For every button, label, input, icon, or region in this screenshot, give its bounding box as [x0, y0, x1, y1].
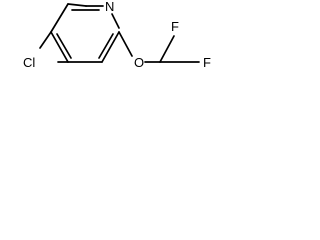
atom-label-nitrogen: N — [105, 0, 114, 14]
bond-c4-clbond — [39, 31, 52, 49]
bond-c5-c6 — [50, 3, 69, 33]
atom-label-fluorine-2: F — [203, 55, 211, 70]
bond-cf-f1 — [159, 35, 175, 63]
atom-label-fluorine-1: F — [171, 19, 179, 34]
structure-canvas: N Cl O F F — [23, 0, 211, 70]
bond-c4-c5 — [50, 31, 69, 63]
atom-label-chlorine: Cl — [23, 55, 35, 70]
atom-label-oxygen: O — [134, 55, 144, 70]
bond-inner-c4-c5 — [56, 33, 72, 59]
bond-c6-c6a — [67, 3, 87, 7]
bond-n1-c2 — [111, 13, 120, 29]
bond-c2-c3 — [101, 31, 120, 63]
bond-inner-c2-c3 — [98, 33, 114, 59]
bond-c2-o — [118, 31, 133, 57]
structure-diagram: N Cl O F F — [0, 0, 230, 92]
